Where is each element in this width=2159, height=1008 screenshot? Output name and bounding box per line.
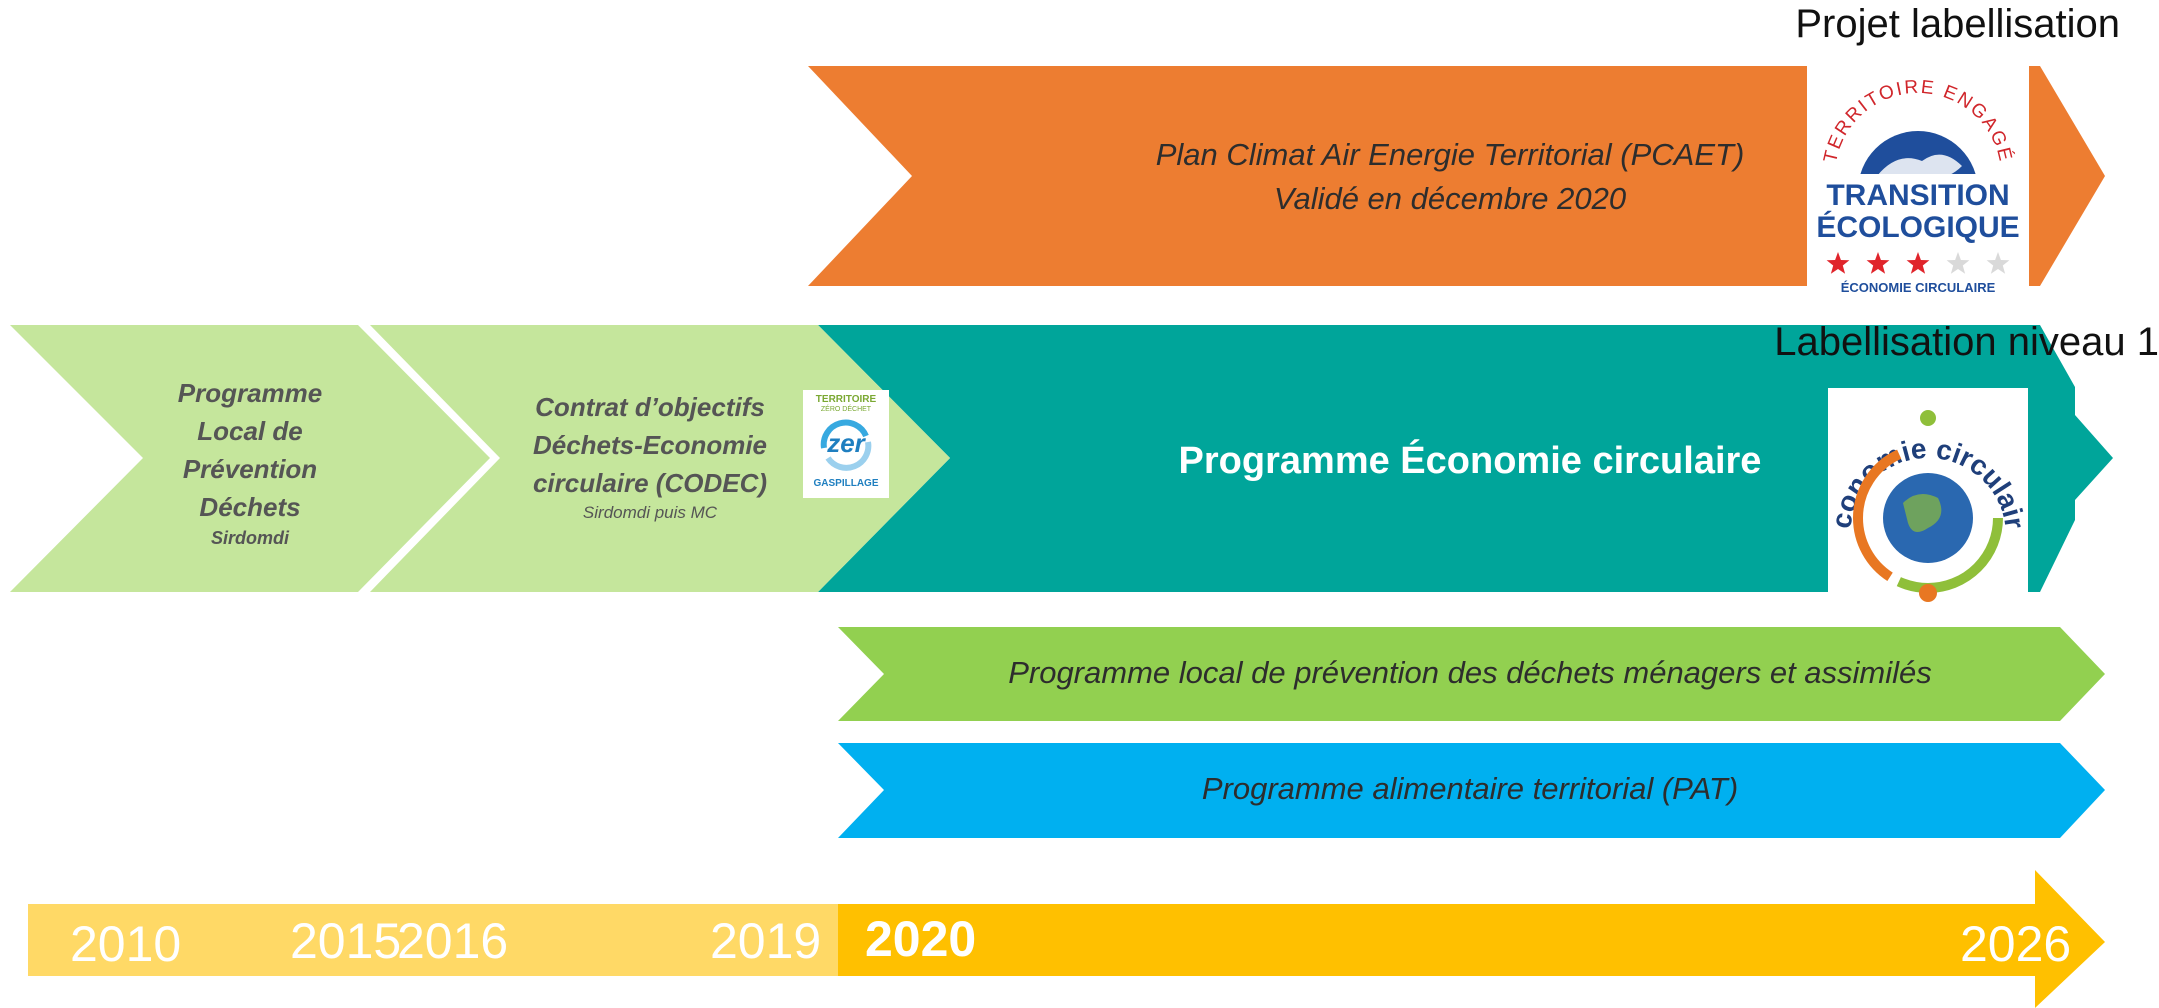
year-2015: 2015: [290, 913, 402, 969]
plpd-line: Programme: [177, 378, 323, 408]
star-icon: [1826, 252, 1850, 274]
zero-dechet-top: TERRITOIRE: [815, 394, 877, 405]
economie-circulaire-logo: économie circulaire: [1828, 388, 2028, 620]
plpd-line: Local de: [197, 416, 303, 446]
zero-dechet-mid: zer: [827, 428, 865, 458]
year-2026: 2026: [1960, 916, 2072, 972]
plpdma-text: Programme local de prévention des déchet…: [1008, 655, 1932, 690]
plpd-sub: Sirdomdi: [210, 528, 289, 548]
year-2016: 2016: [397, 913, 509, 969]
year-2020: 2020: [865, 911, 977, 967]
codec-line: Déchets-Economie: [532, 430, 768, 460]
zero-dechet-sub: ZÉRO DÉCHET: [820, 406, 872, 413]
recycle-icon: [820, 419, 872, 471]
plpd-line: Déchets: [199, 492, 301, 522]
pcaet-line2: Validé en décembre 2020: [1273, 181, 1627, 216]
niveau-label: Labellisation niveau 1: [1774, 320, 2159, 364]
eco-circ-text: Programme Économie circulaire: [1178, 440, 1762, 482]
territoire-engage-graphic: TERRITOIRE ENGAGÉ: [1807, 77, 2029, 300]
codec-text: Contrat d’objectifs Déchets-Economie cir…: [520, 388, 780, 524]
te-line1: TRANSITION: [1826, 179, 2010, 212]
economie-circulaire-graphic: économie circulaire: [1828, 388, 2028, 602]
star-icon: [1946, 252, 1970, 274]
codec-line: Contrat d’objectifs: [535, 392, 765, 422]
star-icon: [1906, 252, 1930, 274]
pcaet-text: Plan Climat Air Energie Territorial (PCA…: [1100, 133, 1800, 221]
pat-text: Programme alimentaire territorial (PAT): [1201, 771, 1739, 806]
pcaet-line1: Plan Climat Air Energie Territorial (PCA…: [1155, 137, 1745, 172]
te-stars: [1826, 252, 2010, 274]
codec-line: circulaire (CODEC): [532, 468, 768, 498]
plpd-text: Programme Local de Prévention Déchets Si…: [150, 374, 350, 550]
zero-dechet-bottom: GASPILLAGE: [813, 478, 879, 489]
codec-sub: Sirdomdi puis MC: [582, 503, 718, 522]
territoire-engage-logo: TERRITOIRE ENGAGÉ TRANSITION ÉCOLOGIQUE …: [1807, 66, 2029, 300]
star-icon: [1986, 252, 2010, 274]
year-2019: 2019: [710, 913, 822, 969]
te-line2: ÉCOLOGIQUE: [1816, 211, 2020, 244]
star-icon: [1866, 252, 1890, 274]
projet-label: Projet labellisation: [1795, 2, 2120, 46]
year-2010: 2010: [70, 916, 182, 972]
zero-dechet-logo: TERRITOIRE ZÉRO DÉCHET zer GASPILLAGE: [803, 390, 889, 498]
plpd-line: Prévention: [182, 454, 318, 484]
te-footer: ÉCONOMIE CIRCULAIRE: [1840, 280, 1996, 295]
